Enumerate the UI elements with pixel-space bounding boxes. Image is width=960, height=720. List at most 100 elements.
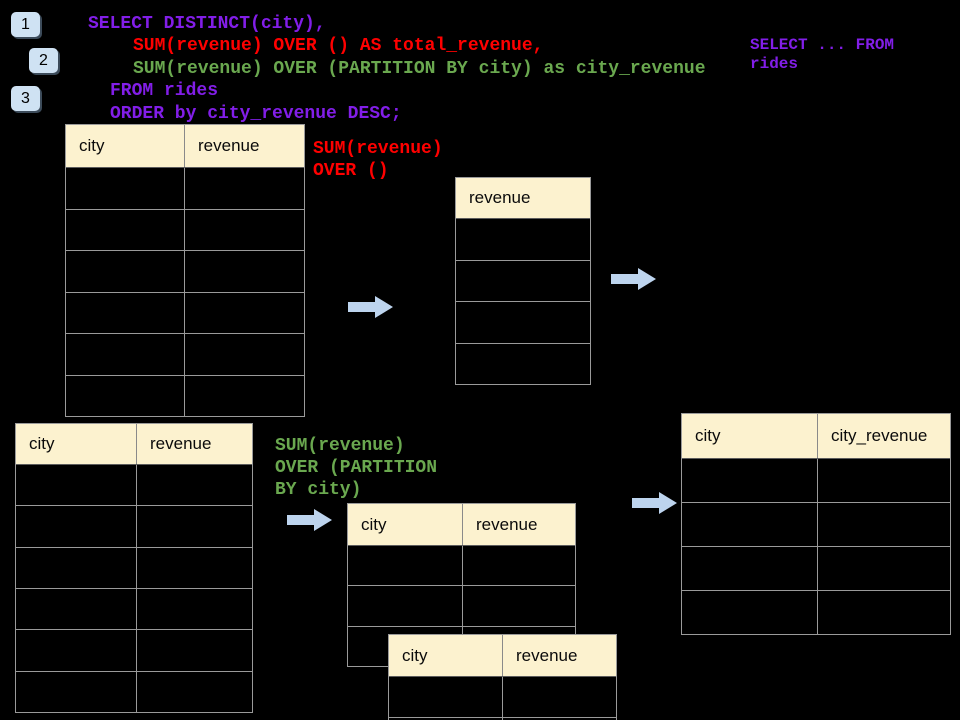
table-rides-top-header-row: city revenue [66, 125, 304, 168]
table-row [389, 716, 616, 720]
table-row [66, 208, 304, 251]
table-cell [818, 547, 950, 590]
table-total-revenue-header-row: revenue [456, 178, 590, 219]
table-cell [682, 591, 818, 634]
table-row [682, 546, 950, 590]
column-header-revenue: revenue [198, 136, 260, 155]
table-cell [456, 344, 590, 385]
arrow-right-icon [611, 268, 656, 290]
table-cell [16, 671, 137, 712]
column-header-city: city [682, 414, 818, 458]
partition-window-line2: OVER (PARTITION [275, 458, 438, 478]
table-cell [185, 334, 304, 375]
sql-line-total-revenue: SUM(revenue) OVER () AS total_revenue, [133, 36, 544, 56]
column-header-city: city [16, 424, 137, 464]
table-row [456, 301, 590, 343]
table-cell [66, 209, 185, 250]
table-row [682, 502, 950, 546]
table-row [456, 219, 590, 260]
table-cell [66, 251, 185, 292]
column-header-revenue: revenue [150, 434, 212, 453]
sql-line-select: SELECT DISTINCT(city), [88, 14, 326, 34]
table-cell [185, 210, 304, 251]
table-cell [16, 588, 137, 630]
table-cell [66, 375, 185, 416]
table-cell [456, 219, 590, 260]
column-header-city: city [66, 125, 185, 167]
table-row [348, 585, 575, 626]
arrow-right-icon [287, 509, 332, 531]
column-header-revenue: revenue [516, 645, 578, 665]
table-partition-group-a: city revenue [347, 503, 576, 667]
table-cell [66, 292, 185, 333]
table-row [16, 587, 252, 630]
table-row [456, 342, 590, 385]
table-cell [137, 630, 252, 670]
table-cell [185, 168, 304, 209]
table-cell [348, 546, 463, 586]
table-cell [463, 586, 575, 625]
step-badge-3-label: 3 [21, 89, 30, 107]
table-cell [137, 548, 252, 588]
table-cell [456, 302, 590, 343]
table-cell [66, 168, 185, 209]
column-header-revenue: revenue [476, 514, 538, 534]
table-cell [16, 506, 137, 547]
arrow-right-icon [348, 296, 393, 318]
table-total-revenue-result: revenue [455, 177, 591, 385]
table-row [66, 250, 304, 292]
table-partition-b-header-row: city revenue [389, 635, 616, 677]
partition-window-line3: BY city) [275, 480, 362, 500]
table-cell [66, 334, 185, 375]
table-cell [818, 503, 950, 546]
partition-window-line1: SUM(revenue) [275, 436, 405, 456]
table-row [16, 505, 252, 547]
from-rides-note-line1: SELECT ... FROM [750, 36, 895, 54]
from-rides-note-line2: rides [750, 55, 799, 73]
step-badge-1: 1 [11, 12, 40, 37]
table-total-revenue-body [456, 219, 590, 384]
table-cell [16, 630, 137, 671]
table-rides-bottom: city revenue [15, 423, 253, 713]
column-header-city-revenue: city_revenue [831, 426, 928, 445]
table-cell [185, 251, 304, 292]
arrow-right-icon [632, 492, 677, 514]
table-cell [463, 546, 575, 585]
column-header-revenue: revenue [469, 188, 531, 207]
table-row [66, 291, 304, 334]
table-rides-top: city revenue [65, 124, 305, 417]
table-row [66, 168, 304, 209]
table-cell [503, 677, 616, 717]
table-row [66, 333, 304, 375]
table-row [389, 677, 616, 717]
table-cell [137, 589, 252, 629]
step-badge-2: 2 [29, 48, 58, 73]
sql-line-from: FROM rides [110, 81, 219, 101]
total-window-line1: SUM(revenue) [313, 139, 443, 159]
table-cell [682, 503, 818, 546]
table-cell [818, 459, 950, 502]
total-window-line2: OVER () [313, 161, 389, 181]
table-city-revenue-body [682, 459, 950, 634]
table-row [682, 590, 950, 634]
sql-line-order-by: ORDER by city_revenue DESC; [110, 104, 402, 124]
step-badge-2-label: 2 [39, 51, 48, 69]
table-row [348, 546, 575, 586]
table-row [16, 670, 252, 712]
table-partition-a-header-row: city revenue [348, 504, 575, 546]
table-rides-bottom-header-row: city revenue [16, 424, 252, 465]
table-row [16, 546, 252, 588]
table-partition-group-b: city revenue [388, 634, 617, 720]
table-cell [16, 547, 137, 588]
table-cell [137, 506, 252, 546]
table-cell [185, 293, 304, 334]
table-city-revenue-header-row: city city_revenue [682, 414, 950, 459]
table-rides-top-body [66, 168, 304, 416]
table-cell [185, 376, 304, 417]
table-rides-bottom-body [16, 465, 252, 712]
table-cell [818, 591, 950, 634]
column-header-city: city [348, 504, 463, 545]
table-cell [456, 261, 590, 302]
